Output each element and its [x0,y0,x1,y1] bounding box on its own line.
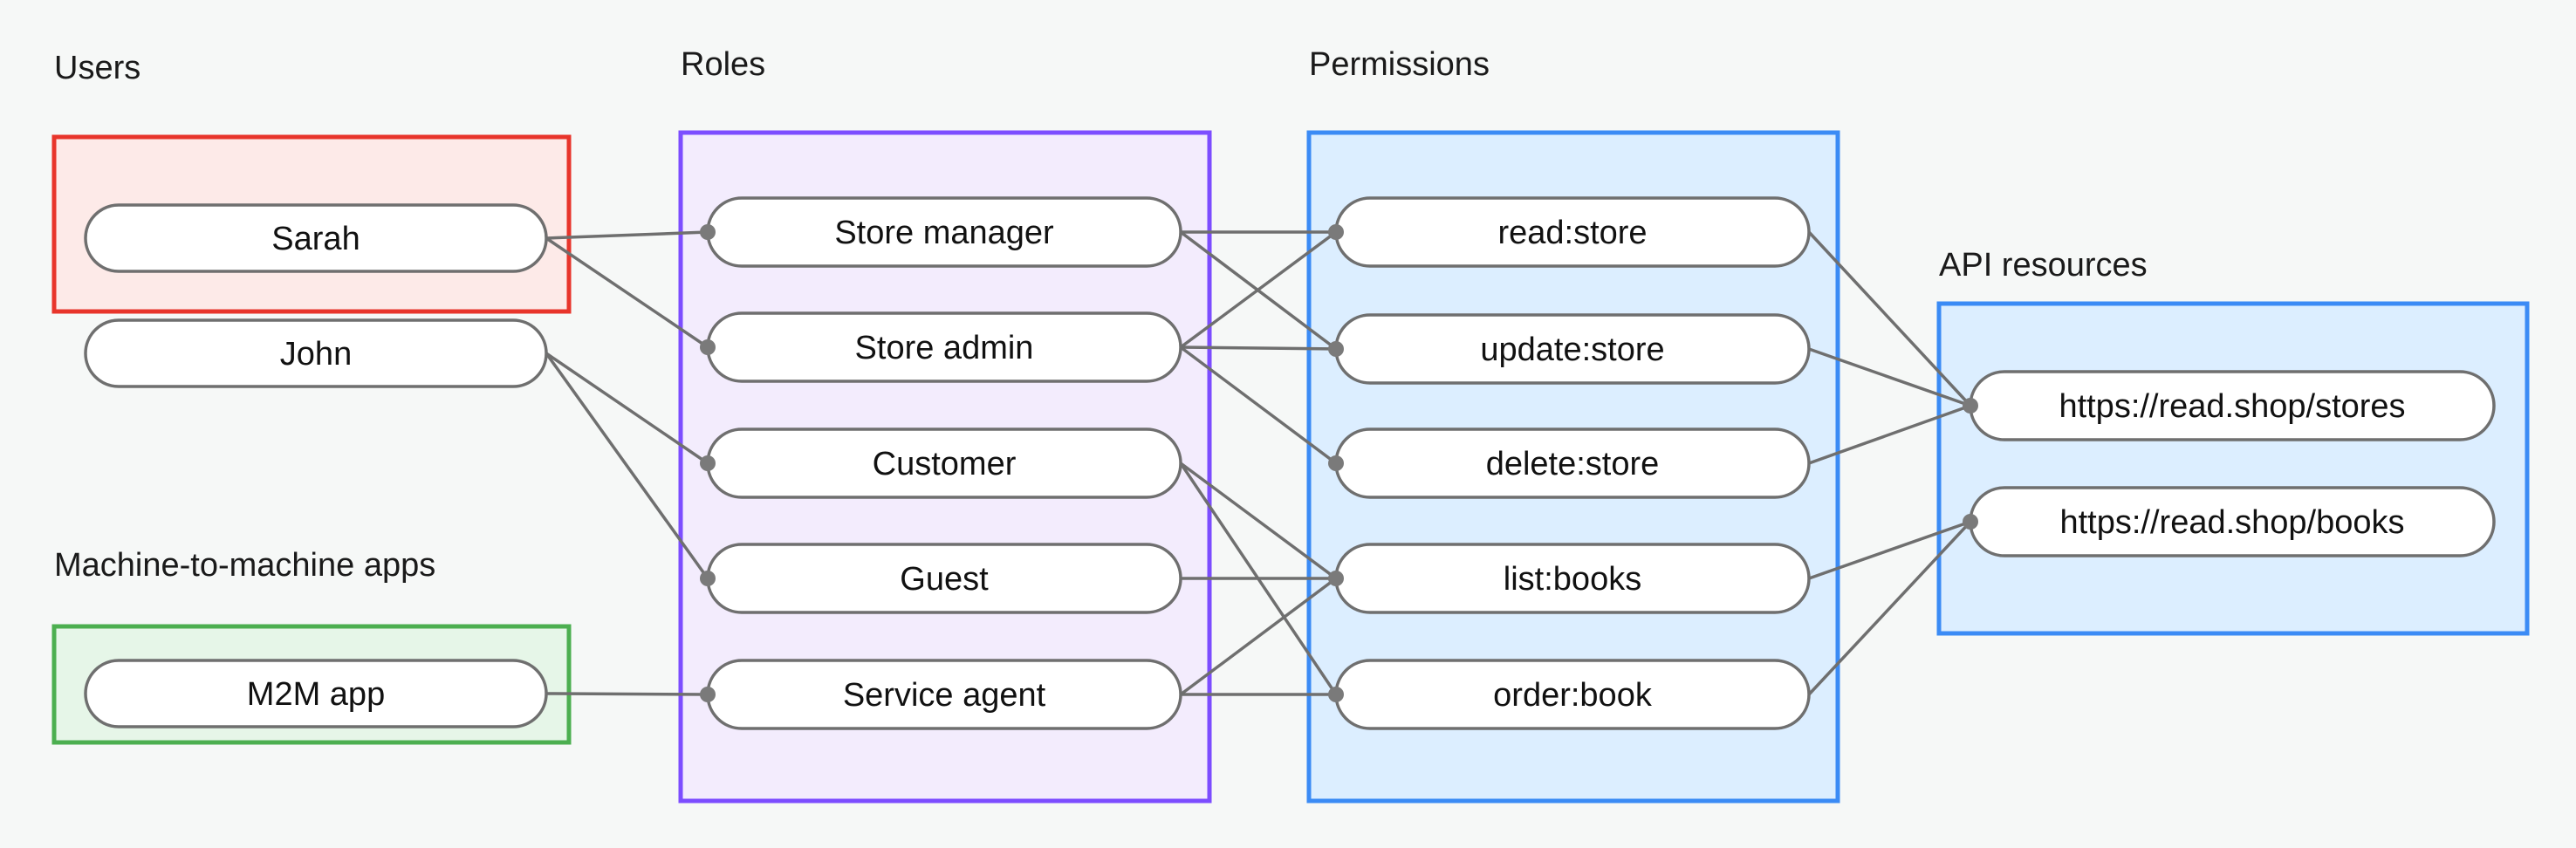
edge-endpoint-dot-store_admin [700,339,716,355]
node-update_store[interactable]: update:store [1334,313,1811,385]
node-m2mapp[interactable]: M2M app [84,659,548,728]
edge-endpoint-dot-res_books [1963,514,1978,530]
node-label-sarah: Sarah [271,221,360,257]
node-read_store[interactable]: read:store [1334,196,1811,268]
node-label-res_stores: https://read.shop/stores [2059,388,2405,425]
node-label-customer: Customer [873,446,1017,482]
edge-order_book-to-res_books [1807,520,1972,696]
node-label-delete_store: delete:store [1486,446,1660,482]
edge-endpoint-dot-delete_store [1328,455,1344,471]
edge-delete_store-to-res_stores [1808,404,1971,465]
edge-list_books-to-res_books [1808,520,1971,580]
node-label-order_book: order:book [1493,677,1653,714]
node-label-read_store: read:store [1497,215,1647,251]
edge-endpoint-dot-list_books [1328,571,1344,586]
node-res_books[interactable]: https://read.shop/books [1969,486,2496,557]
node-delete_store[interactable]: delete:store [1334,427,1811,499]
node-john[interactable]: John [84,318,548,388]
group-box-api [1936,301,2530,636]
edge-endpoint-dot-order_book [1328,687,1344,702]
edge-john-to-guest [545,352,709,580]
edge-read_store-to-res_stores [1807,230,1972,407]
node-guest[interactable]: Guest [706,543,1182,614]
edge-update_store-to-res_stores [1808,347,1971,407]
node-label-store_manager: Store manager [834,215,1054,251]
group-label-api: API resources [1939,247,2148,284]
node-label-john: John [280,336,352,373]
edge-endpoint-dot-res_stores [1963,398,1978,414]
edge-endpoint-dot-read_store [1328,224,1344,240]
edge-endpoint-dot-service_agent [700,687,716,702]
group-label-roles: Roles [681,46,765,83]
node-service_agent[interactable]: Service agent [706,659,1182,730]
edge-store_admin-to-read_store [1179,230,1338,349]
node-label-list_books: list:books [1504,561,1641,598]
edges-layer [545,230,1972,696]
node-label-m2mapp: M2M app [247,676,385,713]
edge-store_admin-to-delete_store [1179,345,1338,465]
edge-john-to-customer [545,352,709,465]
node-shape-sarah[interactable] [84,203,548,273]
edge-service_agent-to-list_books [1179,577,1338,696]
node-customer[interactable]: Customer [706,427,1182,499]
edge-endpoint-dot-guest [700,571,716,586]
node-shape-m2mapp[interactable] [84,659,548,728]
node-res_stores[interactable]: https://read.shop/stores [1969,370,2496,441]
node-shape-john[interactable] [84,318,548,388]
node-list_books[interactable]: list:books [1334,543,1811,614]
group-label-permissions: Permissions [1309,46,1490,83]
node-label-res_books: https://read.shop/books [2059,504,2404,541]
group-label-m2m: Machine-to-machine apps [54,547,435,584]
edge-sarah-to-store_admin [545,236,709,349]
node-label-update_store: update:store [1480,332,1664,368]
edge-customer-to-list_books [1179,462,1338,580]
edge-endpoint-dot-update_store [1328,341,1344,357]
edge-endpoint-dot-customer [700,455,716,471]
edge-sarah-to-store_manager [545,230,709,240]
node-order_book[interactable]: order:book [1334,659,1811,730]
edge-endpoint-dot-store_manager [700,224,716,240]
node-store_admin[interactable]: Store admin [706,311,1182,383]
node-label-guest: Guest [900,561,989,598]
node-store_manager[interactable]: Store manager [706,196,1182,268]
node-label-store_admin: Store admin [855,330,1034,366]
edge-store_admin-to-update_store [1180,345,1337,351]
node-label-service_agent: Service agent [843,677,1046,714]
group-label-users: Users [54,50,140,86]
dots-layer [700,224,1978,702]
node-sarah[interactable]: Sarah [84,203,548,273]
